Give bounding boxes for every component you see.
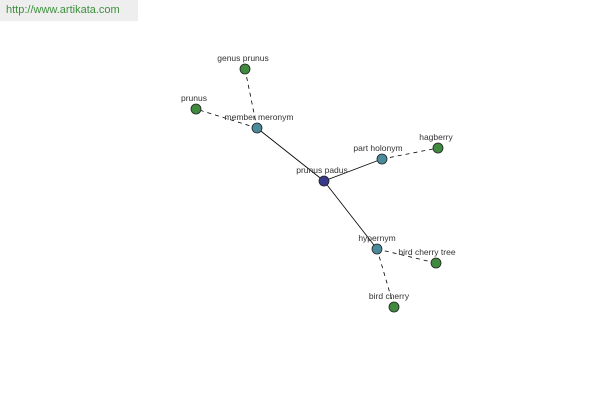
edge-member-meronym-to-prunus	[195, 108, 258, 129]
node-center[interactable]	[318, 175, 330, 187]
url-banner: http://www.artikata.com	[0, 0, 138, 21]
node-bird-cherry-tree[interactable]	[430, 257, 442, 269]
edge-center-to-member-meronym	[256, 127, 325, 182]
edges-layer	[195, 68, 439, 308]
edge-hypernym-to-bird-cherry-tree	[376, 248, 437, 264]
labels-layer: prunus padus member meronym part holonym hy…	[181, 53, 456, 301]
edge-member-meronym-to-genus-prunus	[244, 68, 258, 129]
node-label-hagberry[interactable]: hagberry	[419, 132, 453, 142]
node-label-prunus[interactable]: prunus	[181, 93, 207, 103]
node-member-meronym[interactable]	[251, 122, 263, 134]
node-part-holonym[interactable]	[376, 153, 388, 165]
site-url-link[interactable]: http://www.artikata.com	[6, 4, 120, 16]
edge-center-to-hypernym	[323, 180, 378, 250]
node-label-hypernym[interactable]: hypernym	[358, 233, 395, 243]
node-label-center[interactable]: prunus padus	[296, 165, 348, 175]
edge-center-to-part-holonym	[323, 158, 383, 182]
node-hypernym[interactable]	[371, 243, 383, 255]
node-label-member-meronym[interactable]: member meronym	[225, 112, 294, 122]
node-prunus[interactable]	[190, 103, 202, 115]
node-genus-prunus[interactable]	[239, 63, 251, 75]
node-label-part-holonym[interactable]: part holonym	[353, 143, 402, 153]
node-bird-cherry[interactable]	[388, 301, 400, 313]
node-label-bird-cherry[interactable]: bird cherry	[369, 291, 410, 301]
nodes-layer	[190, 63, 444, 313]
node-label-genus-prunus[interactable]: genus prunus	[217, 53, 269, 63]
edge-hypernym-to-bird-cherry	[376, 248, 395, 308]
node-hagberry[interactable]	[432, 142, 444, 154]
node-label-bird-cherry-tree[interactable]: bird cherry tree	[398, 247, 455, 257]
edge-part-holonym-to-hagberry	[381, 147, 439, 160]
